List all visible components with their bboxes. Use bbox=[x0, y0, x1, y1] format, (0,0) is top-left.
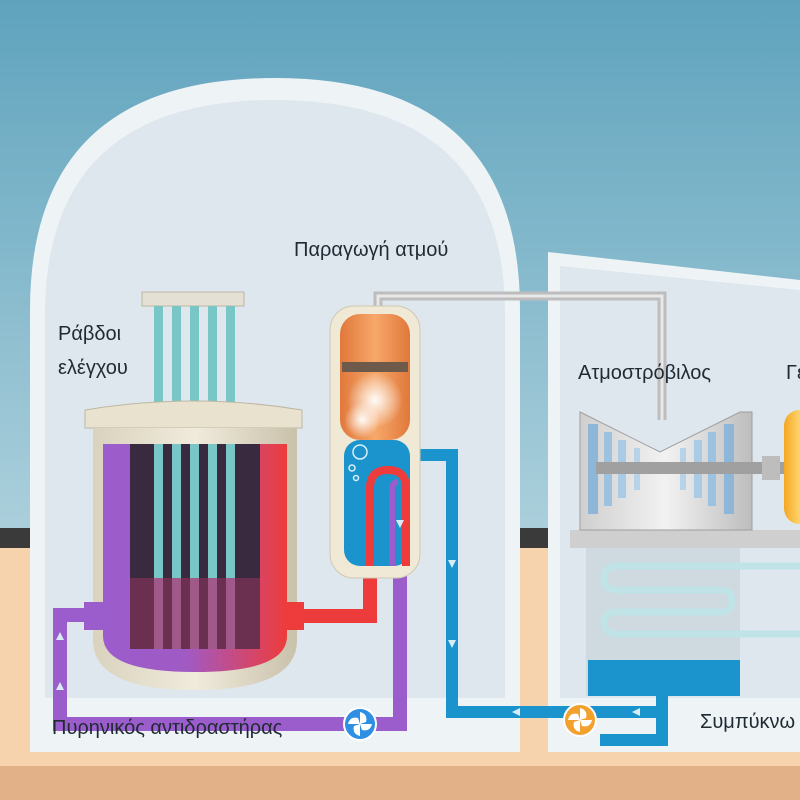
generator bbox=[784, 410, 800, 524]
control-rods bbox=[154, 444, 235, 649]
u-tube-return bbox=[389, 479, 399, 566]
cold-loop-pipe bbox=[53, 480, 407, 731]
flow-arrows bbox=[56, 520, 640, 716]
condenser-coil bbox=[600, 562, 800, 638]
feedwater-pipe bbox=[418, 449, 668, 746]
control-rod-crossbar bbox=[141, 291, 245, 307]
steam-separator bbox=[342, 362, 408, 372]
reactor-outlet-nozzle bbox=[286, 602, 304, 630]
reactor-vessel-lid bbox=[84, 400, 303, 429]
ground-strip bbox=[0, 766, 800, 800]
reactor-label: Πυρηνικός αντιδραστήρας bbox=[52, 717, 283, 739]
bubble bbox=[348, 464, 356, 472]
bubble bbox=[352, 444, 368, 460]
turbine-base bbox=[570, 530, 800, 548]
steam-puff bbox=[344, 402, 380, 438]
shaft-coupling bbox=[762, 456, 780, 480]
steam-pipe-highlight bbox=[376, 294, 664, 420]
control-rods-label-line1: Ράβδοι bbox=[58, 323, 122, 345]
turbine-label: Ατμοστρόβιλος bbox=[578, 362, 712, 384]
dark-band-left bbox=[0, 528, 30, 548]
bubble bbox=[352, 474, 360, 482]
control-rods-label-line2: ελέγχου bbox=[58, 357, 128, 379]
steam-generation-label: Παραγωγή ατμού bbox=[294, 239, 449, 261]
condenser-water bbox=[588, 660, 740, 696]
generator-label: Γε bbox=[786, 362, 800, 384]
pump-fan-icon bbox=[343, 707, 377, 741]
condensate-pipe bbox=[570, 692, 668, 718]
turbine-shaft bbox=[596, 462, 796, 474]
condenser-label: Συμπύκνω bbox=[700, 711, 796, 733]
pump-fan-icon bbox=[563, 703, 597, 737]
steam-generator-water bbox=[344, 440, 410, 566]
control-rod-tops bbox=[154, 306, 235, 406]
u-tube bbox=[366, 465, 410, 566]
dark-band-mid bbox=[520, 528, 548, 548]
reactor-inlet-nozzle bbox=[84, 602, 104, 630]
